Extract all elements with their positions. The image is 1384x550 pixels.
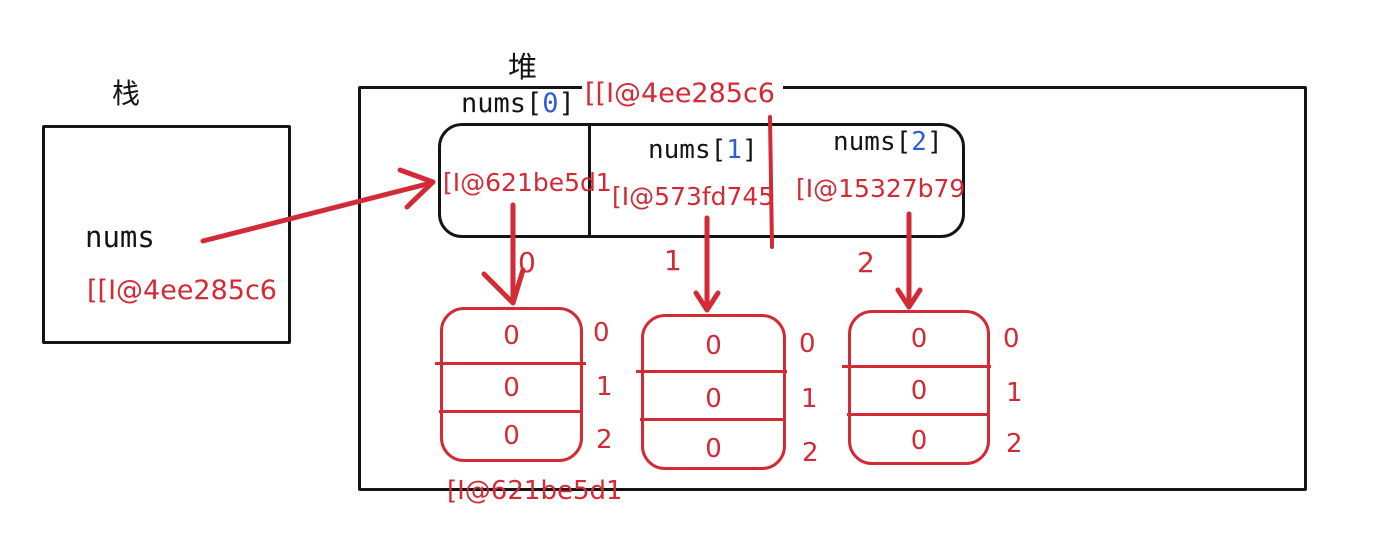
cell1-index: 1 (726, 135, 742, 165)
array1-value-0: 0 (705, 331, 722, 361)
array2-index-0: 0 (1003, 324, 1020, 354)
stack-value-address: [[I@4ee285c6 (87, 275, 277, 306)
stack-label: 栈 (112, 77, 141, 110)
cell0-index: 0 (542, 88, 559, 119)
inner-array-0: 0 0 0 (435, 307, 586, 462)
array2-value-1: 0 (910, 376, 928, 406)
cell-divider-black (588, 123, 591, 235)
array1-value-1: 0 (705, 384, 722, 414)
array2-index-2: 2 (1006, 429, 1023, 459)
stack-box (42, 125, 291, 344)
inner-array-1: 0 0 0 (636, 314, 787, 470)
cell2-name-pre: nums[ (833, 127, 912, 157)
array2-divider-1 (842, 365, 991, 368)
cell0-name-post: ] (558, 88, 575, 119)
outer-array-box (438, 123, 965, 238)
inner-array-2: 0 0 0 (842, 310, 991, 465)
array1-divider-2 (640, 418, 783, 421)
array1-index-0: 0 (799, 329, 816, 359)
array0-divider-2 (439, 410, 582, 413)
array1-value-2: 0 (705, 434, 722, 464)
array0-value-1: 0 (503, 373, 520, 403)
array0-index-2: 2 (596, 425, 613, 455)
heap-object-address: [[I@4ee285c6 (582, 76, 783, 111)
arrow-label-0: 0 (518, 246, 536, 279)
cell2-address: [I@15327b79 (796, 174, 966, 203)
array0-value-2: 0 (503, 421, 520, 451)
heap-box (358, 86, 1307, 491)
cell1-name-post: ] (741, 135, 758, 165)
array1-index-2: 2 (802, 438, 819, 468)
arrow-label-1: 1 (664, 244, 682, 277)
cell-label-nums2: nums[2] (833, 127, 943, 157)
array1-divider-1 (636, 370, 787, 373)
array0-index-1: 1 (596, 372, 613, 402)
cell2-name-post: ] (926, 127, 943, 157)
array0-value-0: 0 (503, 321, 520, 351)
cell2-index: 2 (911, 127, 927, 157)
arrow-label-2: 2 (857, 246, 875, 279)
cell1-name-pre: nums[ (648, 135, 727, 165)
cell1-address: [I@573fd745 (612, 182, 775, 211)
array2-value-2: 0 (910, 426, 928, 456)
stack-variable-nums: nums (85, 220, 155, 254)
array2-index-1: 1 (1006, 378, 1023, 408)
cell-label-nums0: nums[0] (461, 88, 575, 119)
array0-index-0: 0 (593, 318, 610, 348)
cell0-address: [I@621be5d1 (443, 168, 612, 197)
array2-divider-2 (847, 413, 987, 416)
array1-index-1: 1 (801, 384, 818, 414)
cell-label-nums1: nums[1] (648, 135, 758, 165)
array0-bottom-address: [I@621be5d1 (447, 476, 623, 506)
array2-value-0: 0 (910, 324, 928, 354)
heap-label: 堆 (508, 50, 538, 84)
array0-divider-1 (435, 362, 586, 365)
cell0-name-pre: nums[ (461, 88, 543, 119)
